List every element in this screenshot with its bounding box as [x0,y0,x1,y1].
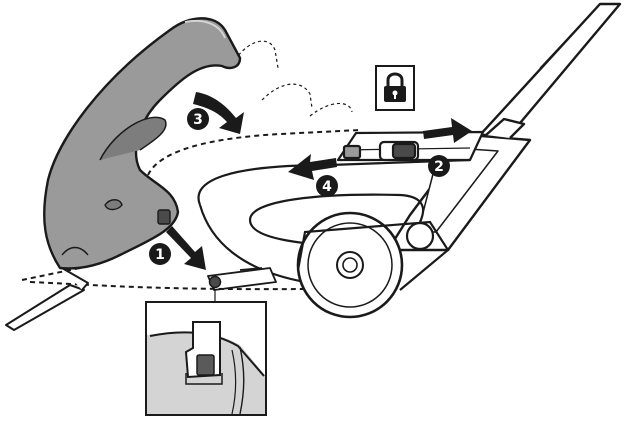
handle-pole [480,4,620,135]
pivot-knob [407,223,433,249]
step-label-4: 4 [322,179,332,195]
blade-rod [6,268,88,330]
step-label-2: 2 [434,159,444,175]
detail-inset [146,302,266,415]
step-label-3: 3 [193,112,203,128]
step-badge-4: 4 [316,175,338,197]
step-badge-1: 1 [149,243,171,265]
lock-icon [376,66,414,110]
latch-pin [210,277,221,288]
arrow-step-1 [166,226,206,270]
step-badge-3: 3 [187,108,209,130]
step-badge-2: 2 [428,155,450,177]
ghost-outline [235,41,352,116]
step-label-1: 1 [155,247,165,263]
